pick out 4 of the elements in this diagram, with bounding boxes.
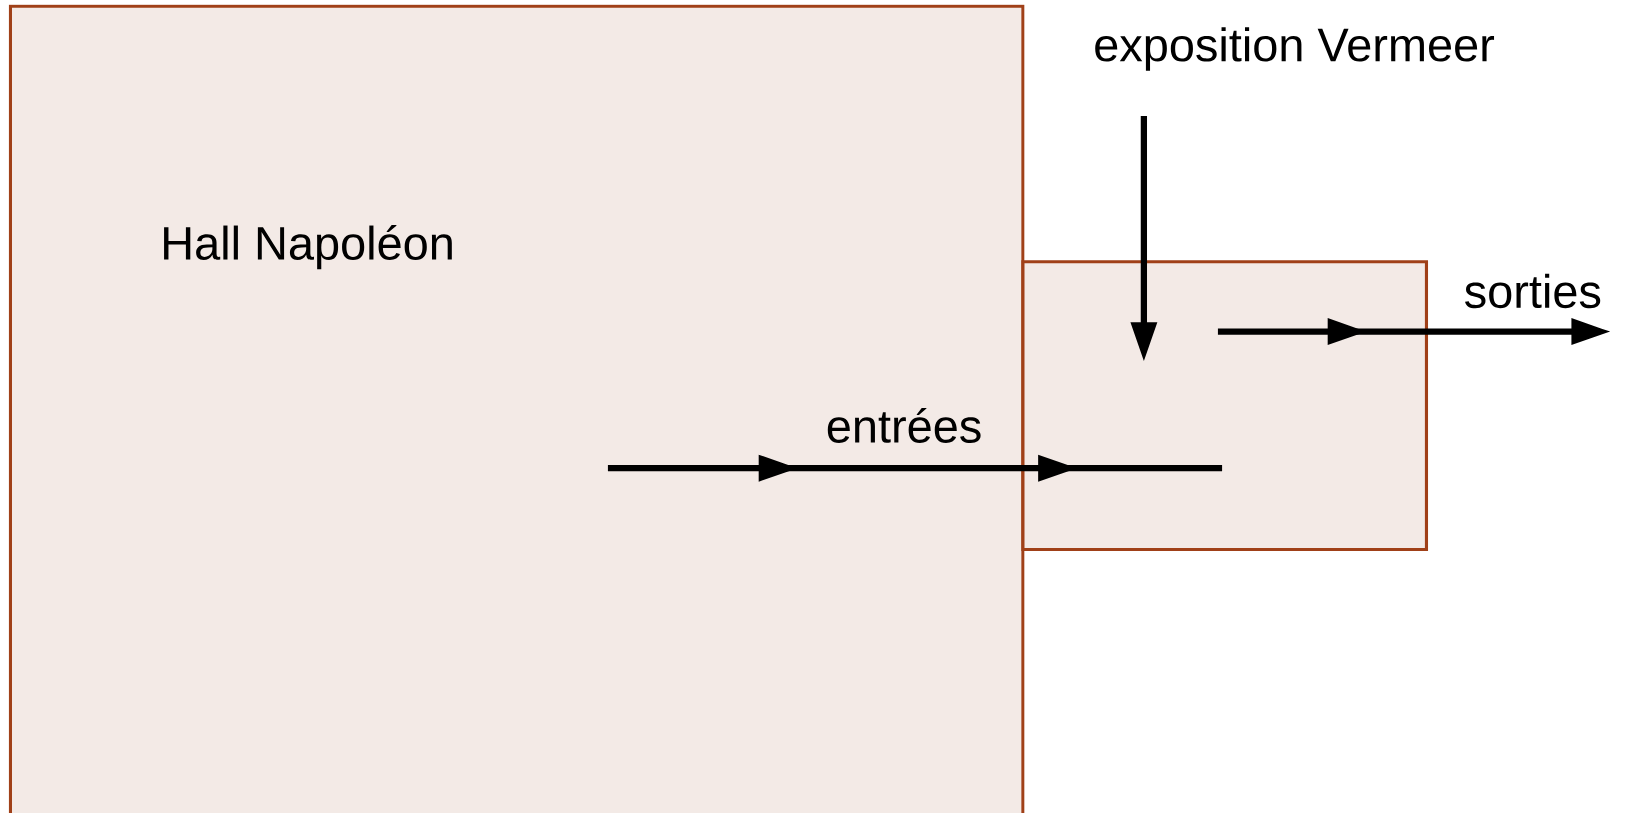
edge-label: sorties bbox=[1465, 273, 1601, 308]
edge-label: entrées bbox=[827, 407, 981, 443]
room-box bbox=[1021, 260, 1429, 551]
text-label: exposition Vermeer bbox=[1095, 27, 1495, 71]
